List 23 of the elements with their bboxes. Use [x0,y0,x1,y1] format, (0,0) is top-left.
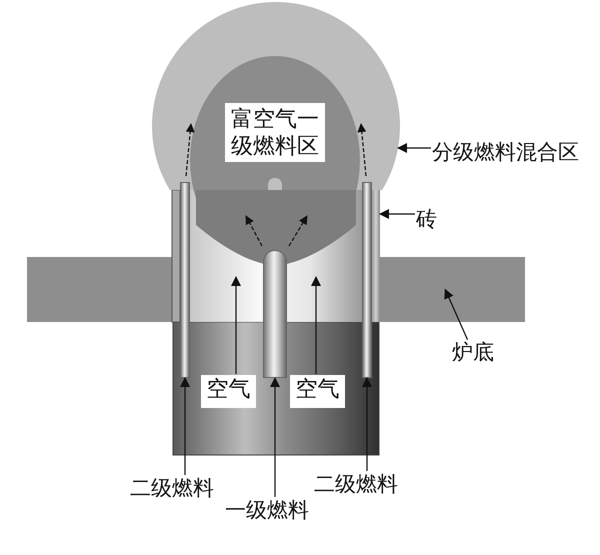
furnace-floor [27,257,172,322]
fuel-label: 二级燃料 [130,476,214,500]
arrow [379,209,415,219]
flow-label: 空气 [201,375,256,408]
fuel-pipe [263,250,287,378]
arrow [311,276,321,374]
fuel-pipe [180,182,190,378]
part-label: 炉底 [452,340,494,364]
flow-label: 空气 [290,375,345,408]
fuel-pipe [362,182,372,378]
part-label: 砖 [416,207,437,232]
arrow [180,377,190,475]
furnace-floor [380,257,525,322]
arrow [362,377,372,471]
zone-label: 富空气一级燃料区 [225,103,325,162]
arrow [444,288,468,340]
arrow [270,377,280,497]
arrow [231,276,241,374]
brick-wall [372,190,380,322]
arrow [397,143,431,153]
zone-label: 分级燃料混合区 [432,140,579,164]
fuel-label: 一级燃料 [225,498,309,522]
fuel-label: 二级燃料 [314,472,398,496]
